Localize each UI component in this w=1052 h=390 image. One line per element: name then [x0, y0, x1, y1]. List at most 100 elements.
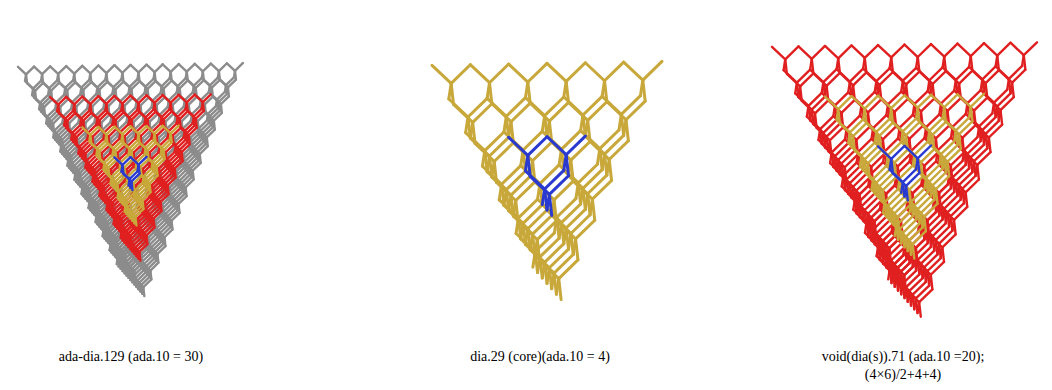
- bond-stick: [139, 65, 147, 73]
- bond-stick: [211, 64, 219, 72]
- bond-stick: [27, 83, 35, 91]
- bond-stick: [219, 63, 227, 71]
- bond-stick: [114, 96, 122, 104]
- bond-stick: [187, 64, 195, 72]
- bond-stick: [75, 113, 83, 121]
- bond-stick: [90, 65, 98, 73]
- bond-stick: [51, 83, 59, 91]
- bond-stick: [106, 96, 114, 104]
- bond-stick: [207, 130, 215, 138]
- bond-stick: [106, 222, 109, 231]
- bond-stick: [91, 113, 99, 121]
- bond-stick: [79, 173, 82, 182]
- bond-stick: [131, 65, 139, 73]
- bond-stick: [72, 165, 80, 173]
- bond-stick: [61, 140, 64, 149]
- bond-stick: [139, 95, 147, 103]
- bond-stick: [171, 64, 179, 72]
- bond-stick: [156, 81, 164, 89]
- bond-stick: [122, 96, 130, 104]
- bond-stick: [84, 154, 87, 163]
- bond-stick: [126, 263, 134, 271]
- bond-stick: [157, 246, 165, 254]
- bond-stick: [75, 137, 78, 146]
- bond-stick: [66, 121, 69, 130]
- bond-stick: [93, 170, 96, 179]
- bond-stick: [57, 105, 60, 114]
- bond-stick: [155, 64, 163, 72]
- bond-stick: [137, 72, 140, 81]
- bond-stick: [148, 81, 156, 89]
- bond-stick: [138, 228, 146, 236]
- bond-stick: [206, 137, 209, 146]
- bond-stick: [171, 95, 179, 103]
- bond-stick: [83, 82, 91, 90]
- bond-stick: [66, 97, 74, 105]
- bond-stick: [185, 163, 193, 171]
- bond-stick: [152, 194, 160, 202]
- bond-stick: [59, 83, 67, 91]
- bond-stick: [98, 96, 106, 104]
- bond-stick: [177, 204, 180, 213]
- bond-stick: [106, 65, 114, 73]
- bond-stick: [108, 231, 116, 239]
- bond-stick: [104, 195, 112, 203]
- bond-stick: [115, 82, 123, 90]
- bond-stick: [59, 113, 67, 121]
- bond-stick: [179, 95, 187, 103]
- bond-stick: [98, 65, 106, 73]
- bond-stick: [148, 112, 156, 120]
- bond-stick: [206, 113, 214, 121]
- bond-stick: [67, 82, 75, 90]
- bond-stick: [81, 181, 89, 189]
- bond-stick: [220, 104, 223, 113]
- bond-stick: [89, 104, 92, 113]
- bond-stick: [156, 112, 164, 120]
- bond-stick: [149, 246, 157, 254]
- bond-stick: [199, 154, 202, 163]
- bond-stick: [220, 80, 228, 88]
- bond-stick: [171, 196, 179, 204]
- bond-stick: [34, 91, 37, 100]
- bond-stick: [95, 179, 103, 187]
- bond-stick: [83, 113, 91, 121]
- bond-stick: [195, 64, 203, 72]
- bond-stick: [107, 113, 115, 121]
- bond-stick: [164, 229, 172, 237]
- bond-stick: [188, 80, 196, 88]
- bond-stick: [90, 96, 98, 104]
- bond-stick: [163, 95, 171, 103]
- bond-stick: [34, 67, 42, 75]
- bond-stick: [179, 196, 187, 204]
- bond-stick: [180, 111, 188, 119]
- bond-stick: [113, 212, 121, 220]
- bond-stick: [131, 112, 139, 120]
- bond-stick: [235, 63, 243, 71]
- bond-stick: [221, 96, 229, 104]
- bond-stick: [129, 236, 132, 245]
- bond-stick: [35, 83, 43, 91]
- bond-stick: [186, 72, 189, 81]
- bond-stick: [86, 163, 94, 171]
- bond-stick: [180, 80, 188, 88]
- bond-stick: [62, 132, 70, 140]
- bond-stick: [199, 130, 207, 138]
- bond-stick: [76, 130, 84, 138]
- bond-stick: [213, 97, 221, 105]
- bond-stick: [117, 247, 125, 255]
- bond-stick: [203, 64, 211, 72]
- bond-stick: [66, 66, 74, 74]
- bond-stick: [140, 112, 148, 120]
- bond-stick: [202, 71, 205, 80]
- bond-stick: [43, 83, 51, 91]
- bond-stick: [170, 221, 173, 230]
- bond-stick: [150, 263, 158, 271]
- bond-stick: [36, 100, 44, 108]
- bond-stick: [122, 65, 130, 73]
- bond-stick: [181, 128, 189, 136]
- bond-stick: [193, 163, 201, 171]
- bond-stick: [114, 65, 122, 73]
- bond-stick: [67, 113, 75, 121]
- bond-stick: [82, 66, 90, 74]
